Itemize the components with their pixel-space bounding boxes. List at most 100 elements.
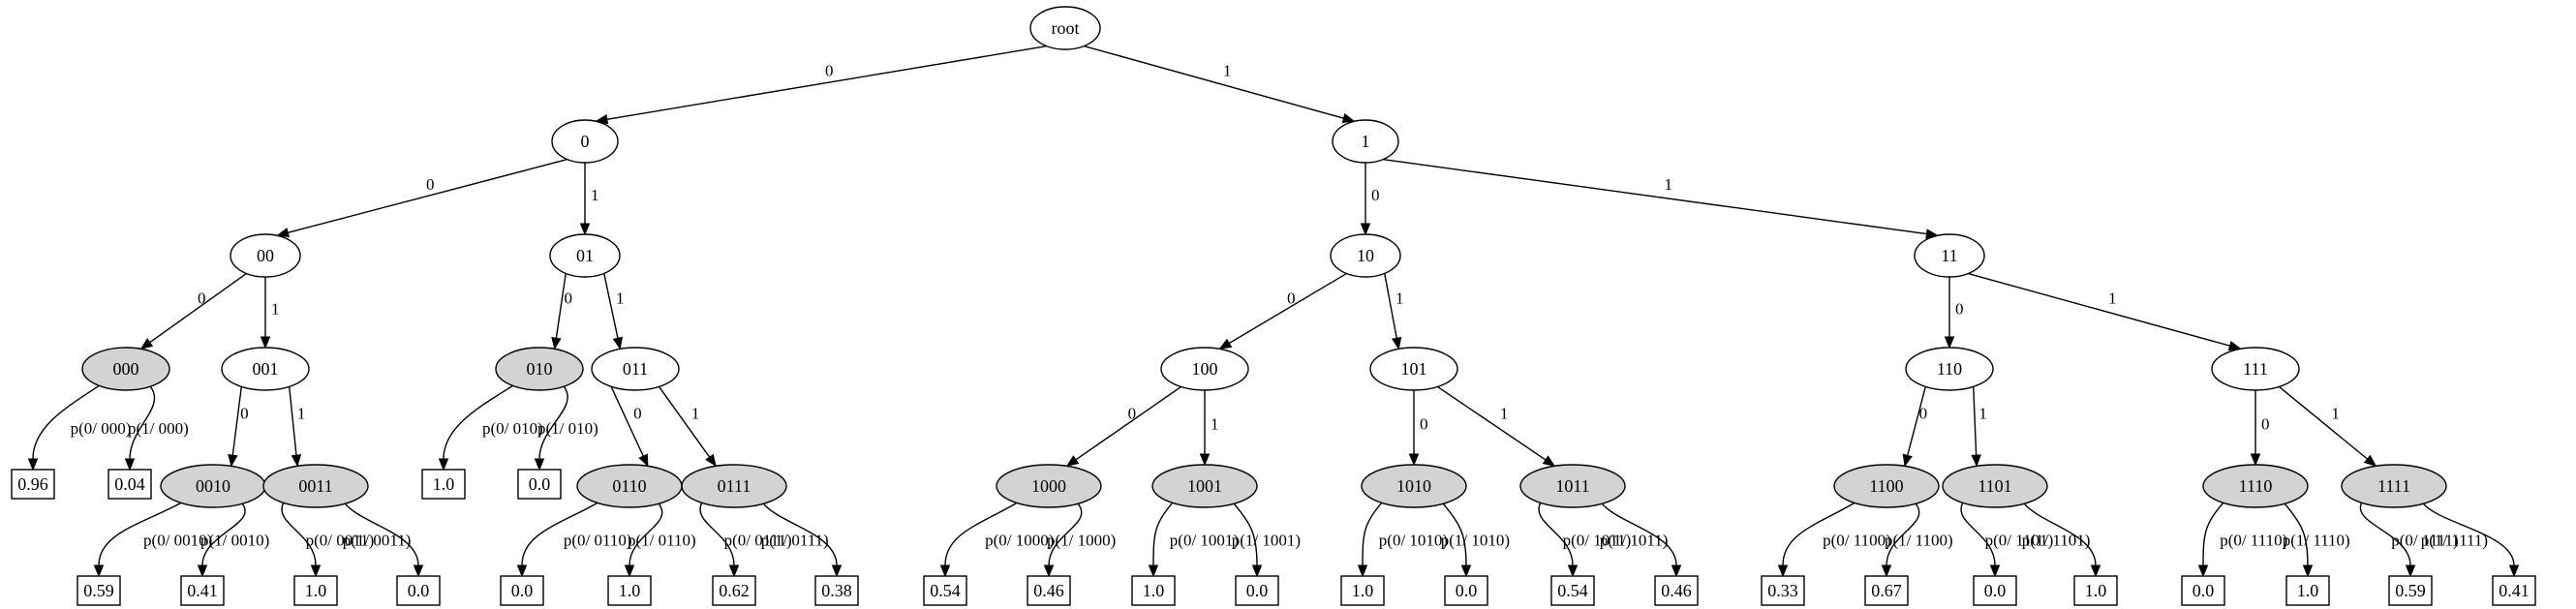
node-100: 100 <box>1160 347 1249 391</box>
edge-label: 1 <box>1395 289 1404 307</box>
leaf-box <box>396 575 441 606</box>
arrowhead-icon <box>579 223 591 236</box>
node-ellipse <box>2211 347 2300 391</box>
node-label: 0110 <box>612 476 646 496</box>
edge-n100-n1001: 1 <box>1199 390 1219 467</box>
arrowhead-icon <box>1460 564 1472 578</box>
leaf-box <box>923 575 967 606</box>
edge-label: 0 <box>825 61 834 79</box>
node-0: 0 <box>551 119 619 164</box>
leaf-l1000_0: 0.54 <box>923 575 967 606</box>
edge-n0111-l0111_0: p(0/ 0111) <box>699 502 792 578</box>
node-ellipse <box>1942 464 2048 508</box>
edge-n0011-l0011_1: p(1/ 0011) <box>343 502 424 578</box>
leaf-l010_1: 0.0 <box>517 469 562 500</box>
edge-n0111-l0111_1: p(1/ 0111) <box>761 502 843 578</box>
edge-n0110-l0110_1: p(1/ 0110) <box>624 502 696 578</box>
leaf-l1100_1: 0.67 <box>1864 575 1909 606</box>
edge-label: p(0/ 1101) <box>1985 531 2054 549</box>
leaf-l1010_0: 1.0 <box>1340 575 1385 606</box>
arrowhead-icon <box>551 336 562 350</box>
edge-line <box>1437 386 1547 461</box>
node-1101: 1101 <box>1942 464 2048 508</box>
edge-n001-n0010: 0 <box>228 386 249 468</box>
edge-label: 1 <box>616 289 625 307</box>
edge-label: p(1/ 1011) <box>1600 531 1669 549</box>
leaf-l1001_1: 0.0 <box>1235 575 1279 606</box>
arrowhead-icon <box>124 458 136 472</box>
arrowhead-icon <box>93 564 105 578</box>
edge-n111-n1110: 0 <box>2250 390 2270 467</box>
edge-n1011-l1011_0: p(0/ 1011) <box>1538 502 1631 578</box>
edge-line <box>610 386 644 457</box>
arrowhead-icon <box>276 228 291 238</box>
leaf-value: 0.0 <box>511 581 534 600</box>
edge-label: 1 <box>591 186 599 204</box>
edge-line <box>1383 159 1927 235</box>
node-10: 10 <box>1330 233 1401 278</box>
edge-label: 1 <box>271 300 280 319</box>
edge-line <box>1228 273 1347 345</box>
node-ellipse <box>2341 464 2447 508</box>
edge-line <box>1048 502 1083 566</box>
edge-n010-l010_1: p(1/ 010) <box>534 385 598 472</box>
arrowhead-icon <box>831 564 843 578</box>
edge-n0010-l0010_1: p(1/ 0010) <box>197 502 269 578</box>
edge-label: p(1/ 1000) <box>1047 531 1116 549</box>
edge-line <box>944 502 1017 566</box>
edge-label: 0 <box>633 404 642 422</box>
leaf-box <box>1444 575 1488 606</box>
edge-n011-n0110: 0 <box>610 386 649 468</box>
leaf-value: 0.0 <box>1984 581 2007 600</box>
edge-label: p(1/ 000) <box>128 419 189 438</box>
edge-label: p(1/ 0111) <box>761 531 829 549</box>
edge-n1000-l1000_0: p(0/ 1000) <box>939 502 1054 578</box>
leaf-l1100_0: 0.33 <box>1761 575 1805 606</box>
edge-n1010-l1010_1: p(1/ 1010) <box>1441 502 1510 578</box>
leaf-box <box>712 575 756 606</box>
edge-label: p(0/ 0010) <box>143 531 212 549</box>
edge-label: 0 <box>1287 289 1296 307</box>
edge-line <box>629 502 663 566</box>
node-1100: 1100 <box>1833 464 1940 508</box>
edge-line <box>1233 502 1258 566</box>
arrowhead-icon <box>413 564 424 578</box>
arrowhead-icon <box>2090 564 2101 578</box>
leaf-l010_0: 1.0 <box>421 469 466 500</box>
arrowhead-icon <box>1341 112 1356 124</box>
leaf-l1011_1: 0.46 <box>1654 575 1699 606</box>
leaf-l000_1: 0.04 <box>107 469 152 500</box>
edge-n00-n000: 0 <box>139 273 247 350</box>
edge-label: p(0/ 1110) <box>2220 531 2287 549</box>
edge-n1100-l1100_0: p(0/ 1100) <box>1777 502 1891 578</box>
arrowhead-icon <box>534 458 545 472</box>
arrowhead-icon <box>1671 564 1682 578</box>
leaf-box <box>2388 575 2433 606</box>
node-label: 1 <box>1362 132 1370 151</box>
arrowhead-icon <box>1902 453 1913 468</box>
edge-n1101-l1101_1: p(1/ 1101) <box>2022 502 2101 578</box>
leaf-l1111_0: 0.59 <box>2388 575 2433 606</box>
leaf-box <box>814 575 859 606</box>
node-label: 11 <box>1941 246 1957 265</box>
arrowhead-icon <box>612 336 623 350</box>
leaf-value: 0.59 <box>83 581 114 600</box>
leaf-l0110_0: 0.0 <box>500 575 544 606</box>
leaf-l0111_0: 0.62 <box>712 575 756 606</box>
edge-line <box>32 385 100 460</box>
edge-line <box>1152 502 1174 566</box>
arrowhead-icon <box>139 338 154 350</box>
edge-line <box>1384 273 1397 339</box>
edge-n000-l000_0: p(0/ 000) <box>27 385 131 472</box>
edge-line <box>149 273 247 344</box>
edge-label: p(1/ 1001) <box>1232 531 1301 549</box>
node-0010: 0010 <box>160 464 266 508</box>
leaf-value: 1.0 <box>619 581 641 600</box>
edge-label: 1 <box>297 404 306 422</box>
leaf-l1001_0: 1.0 <box>1131 575 1176 606</box>
leaf-value: 0.96 <box>17 474 48 494</box>
node-ellipse <box>262 464 369 508</box>
leaf-value: 1.0 <box>2297 581 2319 600</box>
edge-line <box>2202 502 2224 566</box>
leaf-box <box>77 575 121 606</box>
